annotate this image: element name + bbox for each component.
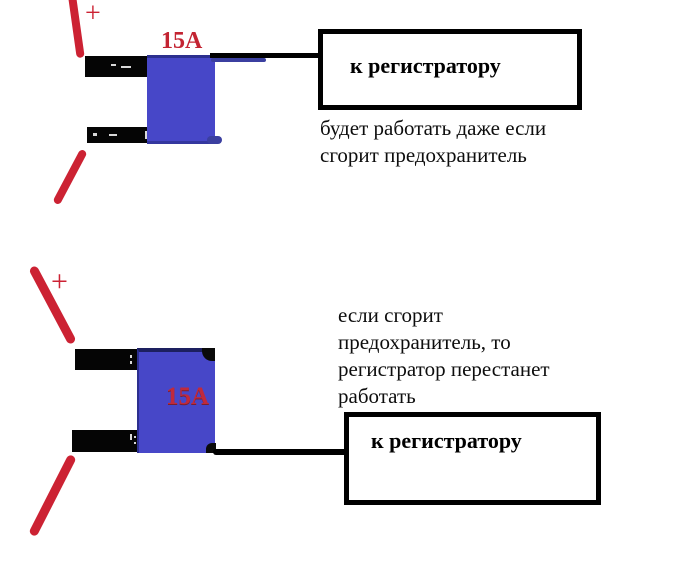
caption-line: работать xyxy=(338,384,416,408)
fuse-corner-notch xyxy=(206,443,216,453)
spade-connector xyxy=(85,56,148,77)
recorder-box-label: к регистратору xyxy=(350,53,501,78)
power-wire-negative-bottom xyxy=(28,453,77,538)
caption-line: сгорит предохранитель xyxy=(320,143,527,167)
caption-line: будет работать даже если xyxy=(320,116,547,140)
caption-line: предохранитель, то xyxy=(338,330,511,354)
recorder-box-label: к регистратору xyxy=(371,428,522,453)
fuse-rating-label: 15A xyxy=(161,28,203,54)
wire-to-recorder xyxy=(210,53,322,58)
power-wire-negative-top xyxy=(52,148,88,206)
fuse-corner-notch xyxy=(202,348,215,361)
spade-connector xyxy=(72,430,140,452)
recorder-box: к регистратору xyxy=(318,29,582,110)
fuse-terminal-stub xyxy=(207,136,222,144)
connector-marking xyxy=(134,436,136,438)
connector-marking xyxy=(134,442,136,444)
connector-marking xyxy=(109,134,117,136)
connector-marking xyxy=(93,133,97,136)
recorder-box: к регистратору xyxy=(344,412,601,505)
power-wire-positive-top xyxy=(67,0,85,59)
connector-marking xyxy=(130,361,132,364)
plus-polarity-label: + xyxy=(51,265,68,298)
wire-to-recorder xyxy=(213,449,347,455)
caption-line: если сгорит xyxy=(338,303,443,327)
fuse-output-wire-blue xyxy=(211,58,266,62)
fuse-holder xyxy=(147,55,215,144)
fuse-rating-label: 15А xyxy=(166,383,210,410)
connector-marking xyxy=(121,66,131,68)
connector-marking xyxy=(145,131,147,139)
plus-polarity-label: + xyxy=(85,0,101,29)
spade-connector xyxy=(87,127,153,143)
diagram-top-caption: будет работать даже если сгорит предохра… xyxy=(320,115,620,169)
connector-marking xyxy=(130,355,132,358)
connector-marking xyxy=(130,434,132,440)
spade-connector xyxy=(75,349,138,370)
caption-line: регистратор перестанет xyxy=(338,357,550,381)
connector-marking xyxy=(111,64,116,66)
diagram-bottom-caption: если сгорит предохранитель, то регистрат… xyxy=(338,302,628,410)
fuse-holder xyxy=(137,348,216,453)
